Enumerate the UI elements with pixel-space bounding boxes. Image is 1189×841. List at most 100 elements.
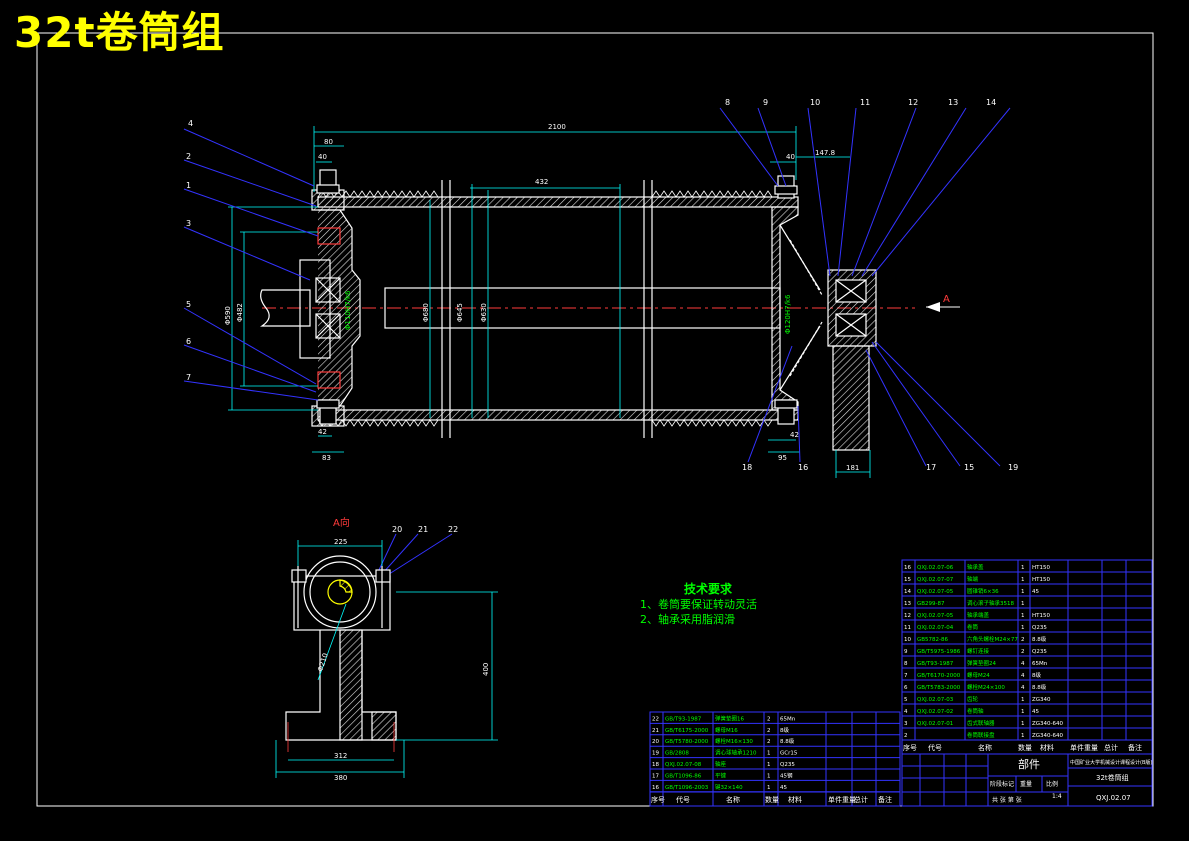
table-cell-qty: 2 [767, 728, 771, 734]
table-cell-qty: 1 [767, 785, 771, 791]
table-cell-material: HT150 [1032, 577, 1050, 583]
table-cell-name: 螺栓M16×130 [715, 737, 753, 745]
table-cell-qty: 2 [767, 739, 771, 745]
table-cell-no: 21 [652, 728, 659, 734]
dim-av-base1: 312 [334, 752, 347, 760]
table-cell-material: 45 [780, 785, 787, 791]
balloon: 11 [860, 98, 870, 107]
drawing-frame [36, 32, 1154, 807]
table-cell-no: 2 [904, 733, 908, 739]
tech-requirement-item: 1、卷筒要保证转动灵活 [640, 598, 757, 611]
dim-right-bottom-95: 95 [778, 454, 787, 462]
table-cell-qty: 4 [1021, 685, 1025, 691]
table-cell-name: 轴承盖 [967, 563, 984, 571]
balloon: 8 [725, 98, 730, 107]
balloon: 22 [448, 525, 458, 534]
svg-text:单件重量: 单件重量 [828, 795, 856, 804]
table-cell-name: 键32×140 [715, 783, 743, 791]
a-view [285, 555, 397, 752]
svg-text:总计: 总计 [854, 795, 868, 804]
balloon: 12 [908, 98, 918, 107]
table-cell-code: QXJ.02.07-04 [917, 625, 954, 631]
table-cell-qty: 1 [767, 751, 771, 757]
table-cell-name: 卷筒联接盘 [967, 731, 995, 739]
table-cell-name: 卷筒 [967, 623, 979, 631]
balloon: 19 [1008, 463, 1018, 472]
dim-dia-b: Φ482 [236, 303, 244, 322]
table-cell-material: ZG340 [1032, 697, 1051, 703]
table-cell-code: GB/T93-1987 [917, 661, 954, 667]
table-cell-material: HT150 [1032, 565, 1050, 571]
svg-text:代号: 代号 [928, 743, 942, 752]
table-cell-no: 5 [904, 697, 908, 703]
svg-text:材料: 材料 [788, 795, 802, 804]
tb-drawing-name: 32t卷筒组 [1096, 773, 1129, 782]
balloon: 9 [763, 98, 768, 107]
main-section-view [260, 169, 915, 451]
title-block-texts: 部件 中国矿业大学机械设计课程设计(B版) 32t卷筒组 QXJ.02.07 阶… [990, 757, 1152, 804]
table-cell-code: QXJ.02.07-05 [917, 589, 954, 595]
table-cell-material: 45 [1032, 709, 1039, 715]
table-cell-qty: 2 [767, 716, 771, 722]
svg-text:名称: 名称 [978, 743, 992, 752]
table-cell-code: QXJ.02.07-01 [917, 721, 953, 727]
dim-av-height: 400 [482, 663, 490, 676]
table-cell-qty: 1 [1021, 697, 1025, 703]
table-cell-code: QXJ.02.07-07 [917, 577, 954, 583]
table-cell-no: 16 [904, 565, 911, 571]
table-cell-name: 调心球轴承1210 [715, 749, 757, 757]
main-view-dimensions [228, 126, 871, 478]
balloon: 16 [798, 463, 808, 472]
table-cell-qty: 1 [1021, 625, 1025, 631]
table-cell-code: GB/T5783-2000 [917, 685, 961, 691]
table-cell-qty: 4 [1021, 673, 1025, 679]
a-view-dimensions [275, 540, 498, 778]
table-cell-name: 螺母M16 [715, 726, 738, 734]
balloon: 4 [188, 119, 193, 128]
table-cell-material: GCr15 [780, 751, 798, 757]
svg-text:材料: 材料 [1040, 743, 1054, 752]
table-cell-qty: 1 [1021, 601, 1025, 607]
table-cell-no: 8 [904, 661, 908, 667]
table-cell-material: ZG340-640 [1032, 721, 1064, 727]
table-cell-material: 8.8级 [780, 737, 795, 745]
table-cell-material: 8.8级 [1032, 683, 1047, 691]
svg-text:序号: 序号 [903, 743, 917, 752]
table-cell-material: Q235 [780, 762, 795, 768]
table-cell-material: ZG340-640 [1032, 733, 1064, 739]
dim-dia-e: Φ630 [480, 303, 488, 322]
dim-dia-f: Φ210 [316, 652, 329, 672]
parts-table-right [901, 559, 1153, 741]
table-cell-qty: 1 [1021, 733, 1025, 739]
balloon: 14 [986, 98, 996, 107]
table-cell-qty: 2 [1021, 637, 1025, 643]
table-cell-qty: 4 [1021, 661, 1025, 667]
table-cell-material: 65Mn [780, 716, 796, 722]
fit-texts: Φ110H7/k6 Φ120H7/k6 [344, 290, 792, 334]
table-cell-name: 弹簧垫圈16 [715, 714, 744, 722]
dim-dia-d: Φ645 [456, 303, 464, 322]
dim-right-flange-40: 40 [786, 153, 795, 161]
table-cell-no: 4 [904, 709, 908, 715]
table-cell-material: 8.8级 [1032, 635, 1047, 643]
arrow-label: A [943, 294, 950, 305]
tech-requirements: 技术要求 1、卷筒要保证转动灵活 2、轴承采用脂润滑 [640, 582, 757, 627]
dim-overall-length: 2100 [548, 123, 566, 131]
table-cell-code: QXJ.02.07-05 [917, 613, 954, 619]
table-cell-qty: 1 [1021, 709, 1025, 715]
table-cell-code: GB/T93-1987 [665, 716, 702, 722]
svg-text:备注: 备注 [878, 795, 892, 804]
dim-left-flange-40: 40 [318, 153, 327, 161]
table-cell-material: 45 [1032, 589, 1039, 595]
balloon: 20 [392, 525, 402, 534]
table-cell-name: 轴座 [715, 760, 727, 768]
tb-sheet: 共 张 第 张 [992, 796, 1022, 804]
svg-text:总计: 总计 [1104, 743, 1118, 752]
balloon: 7 [186, 373, 191, 382]
table-cell-code: QXJ.02.07-02 [917, 709, 953, 715]
table-cell-name: 螺钉连接 [967, 647, 990, 655]
table-cell-qty: 1 [1021, 577, 1025, 583]
dim-groove-432: 432 [535, 178, 548, 186]
table-cell-name: 平键 [715, 771, 727, 779]
table-cell-no: 20 [652, 739, 659, 745]
